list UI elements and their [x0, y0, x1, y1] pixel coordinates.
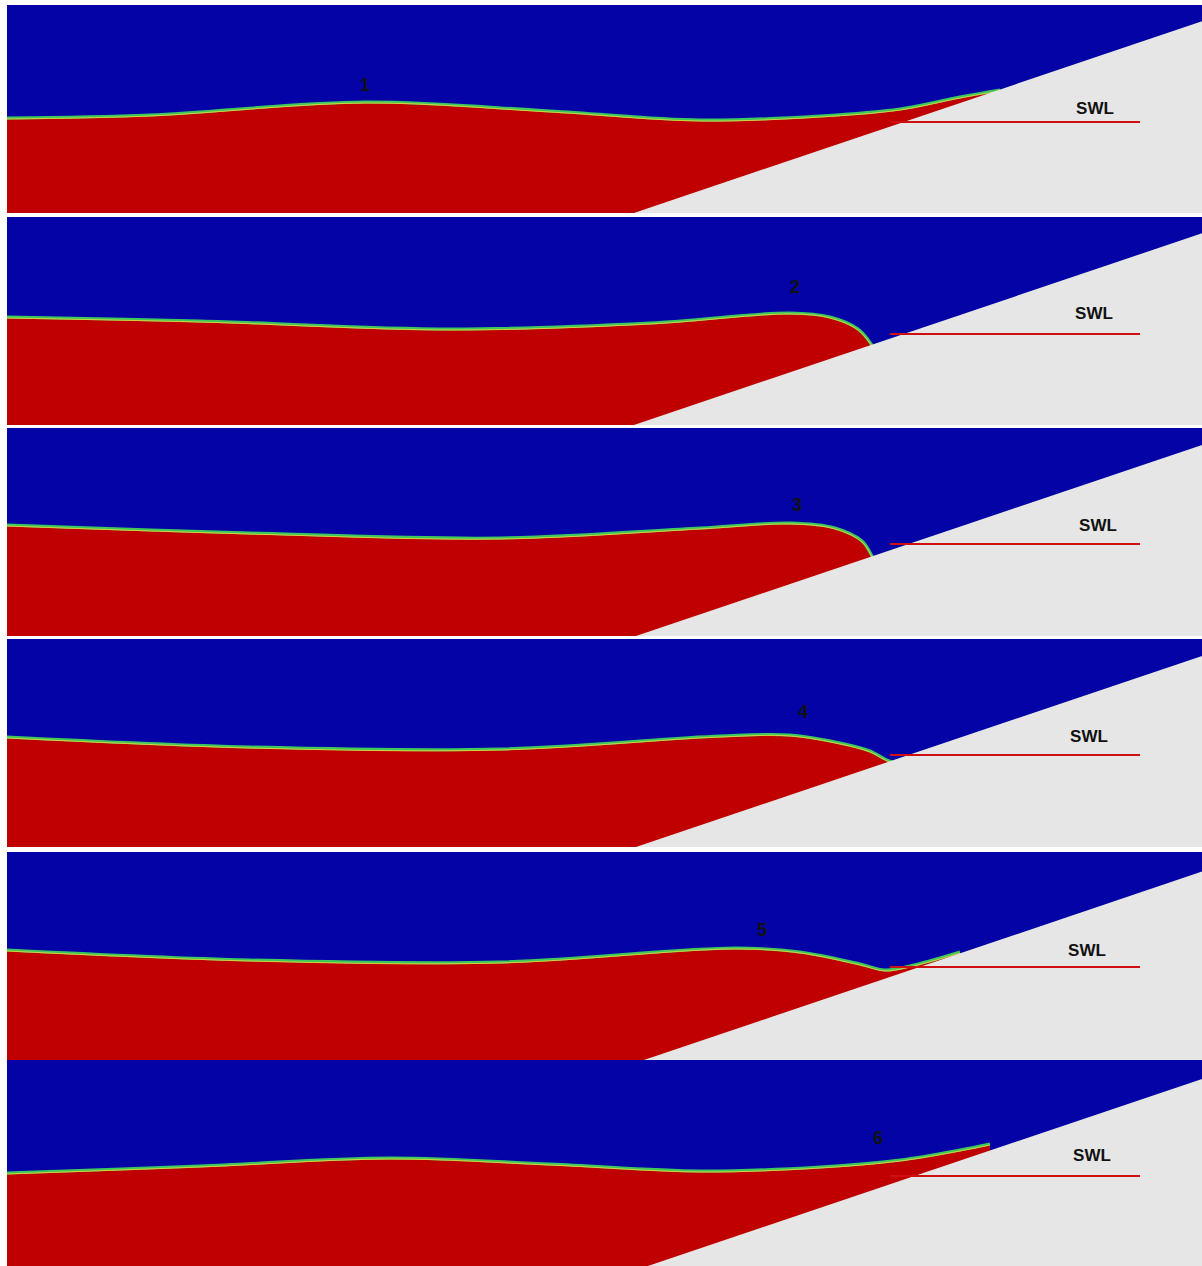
free-surface-interface	[7, 314, 880, 358]
swl-line	[890, 1175, 1140, 1177]
beach-slope	[630, 445, 1202, 636]
beach-slope	[630, 656, 1202, 847]
callout-number: 4	[798, 703, 808, 721]
swl-line	[890, 121, 1140, 123]
simulation-panel	[7, 5, 1202, 213]
beach-slope	[636, 1079, 1202, 1266]
still-water-level-label: SWL	[1076, 100, 1114, 117]
simulation-panel	[7, 852, 1202, 1060]
beach-slope	[638, 872, 1202, 1060]
simulation-panel	[7, 1060, 1202, 1266]
free-surface-interface	[7, 735, 900, 766]
swl-line	[890, 754, 1140, 756]
beach-slope	[628, 21, 1202, 213]
still-water-level-label: SWL	[1075, 305, 1113, 322]
still-water-level-label: SWL	[1079, 517, 1117, 534]
free-surface-interface	[7, 91, 1000, 121]
simulation-panel	[7, 428, 1202, 636]
free-surface	[7, 1144, 990, 1173]
free-surface	[7, 948, 960, 970]
callout-number: 3	[792, 496, 802, 514]
still-water-level-label: SWL	[1073, 1147, 1111, 1164]
swl-line	[890, 543, 1140, 545]
callout-number: 6	[873, 1129, 883, 1147]
free-surface	[7, 734, 900, 765]
callout-number: 1	[360, 76, 370, 94]
simulation-panel	[7, 217, 1202, 425]
free-surface-interface	[7, 1145, 990, 1174]
still-water-level-label: SWL	[1070, 728, 1108, 745]
still-water-level-label: SWL	[1068, 942, 1106, 959]
callout-number: 2	[790, 278, 800, 296]
simulation-panel	[7, 639, 1202, 847]
free-surface	[7, 523, 878, 568]
free-surface	[7, 313, 880, 357]
callout-number: 5	[757, 921, 767, 939]
free-surface-interface	[7, 949, 960, 971]
beach-slope	[628, 233, 1202, 425]
swl-line	[890, 966, 1140, 968]
free-surface-interface	[7, 524, 878, 569]
swl-line	[890, 333, 1140, 335]
free-surface	[7, 90, 1000, 120]
